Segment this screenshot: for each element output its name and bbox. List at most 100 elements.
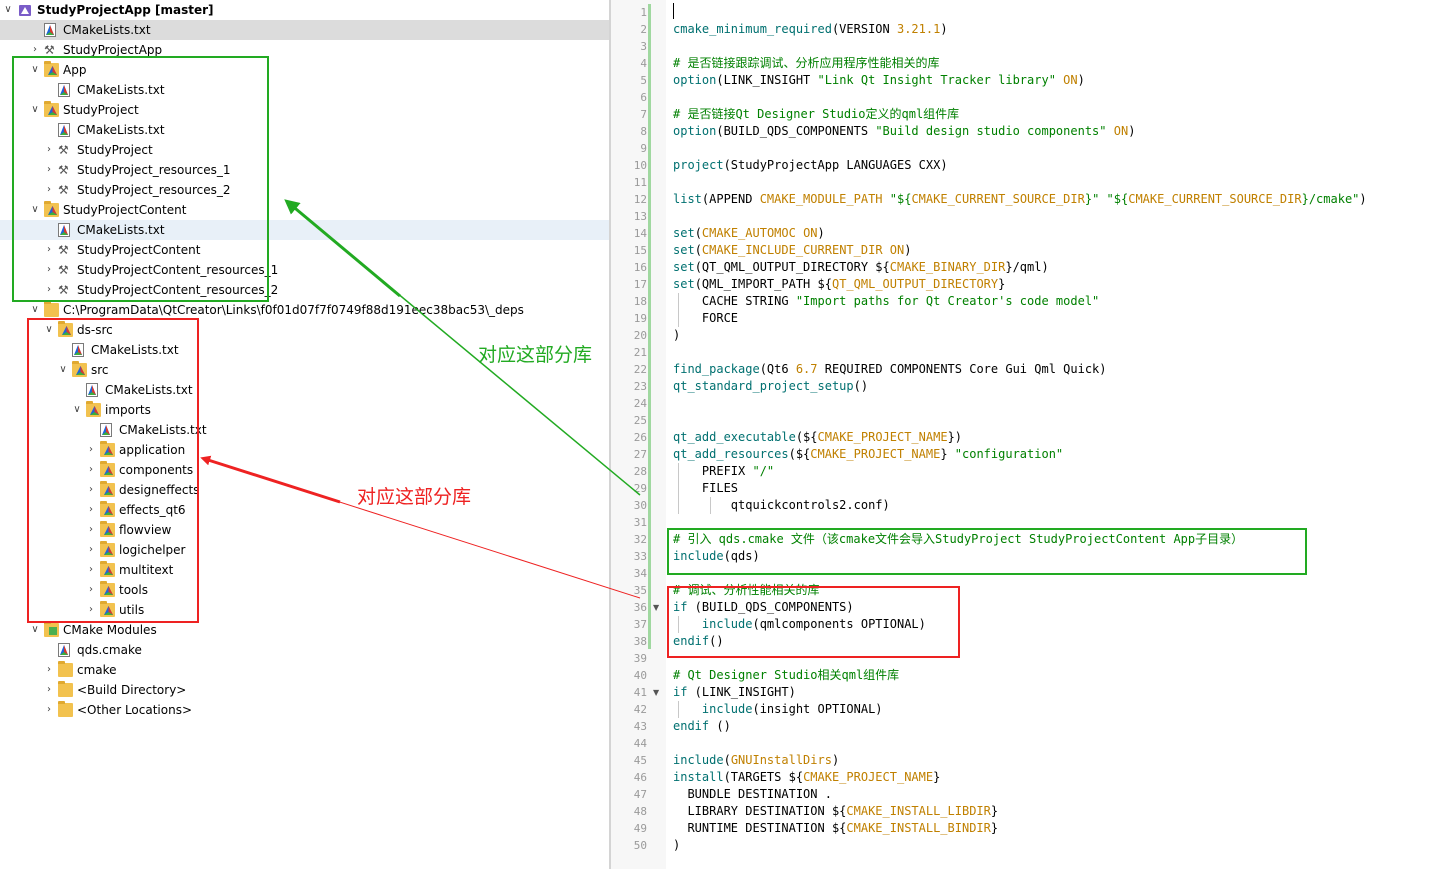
collapse-arrow-icon[interactable]: ›	[47, 244, 51, 255]
collapse-arrow-icon[interactable]: ›	[89, 504, 93, 515]
collapse-arrow-icon[interactable]: ›	[47, 704, 51, 715]
expand-arrow-icon[interactable]: ∨	[31, 204, 39, 215]
code-line[interactable]: )	[673, 328, 681, 342]
code-line[interactable]: BUNDLE DESTINATION .	[673, 787, 832, 801]
tree-item[interactable]: ∨ds-src	[0, 320, 610, 340]
code-line[interactable]: if (LINK_INSIGHT)	[673, 685, 796, 699]
code-line[interactable]: )	[673, 838, 681, 852]
code-line[interactable]: RUNTIME DESTINATION ${CMAKE_INSTALL_BIND…	[673, 821, 999, 835]
collapse-arrow-icon[interactable]: ›	[47, 264, 51, 275]
expand-arrow-icon[interactable]: ∨	[31, 304, 39, 315]
tree-item[interactable]: ›tools	[0, 580, 610, 600]
tree-item[interactable]: ›application	[0, 440, 610, 460]
code-line[interactable]: qt_standard_project_setup()	[673, 379, 869, 393]
tree-item[interactable]: ›logichelper	[0, 540, 610, 560]
code-line[interactable]: project(StudyProjectApp LANGUAGES CXX)	[673, 158, 948, 172]
code-line[interactable]: set(CMAKE_AUTOMOC ON)	[673, 226, 825, 240]
code-line[interactable]: # 引入 qds.cmake 文件（该cmake文件会导入StudyProjec…	[673, 532, 1244, 546]
code-line[interactable]: qt_add_executable(${CMAKE_PROJECT_NAME})	[673, 430, 963, 444]
tree-item[interactable]: ∨imports	[0, 400, 610, 420]
collapse-arrow-icon[interactable]: ›	[89, 444, 93, 455]
code-line[interactable]: qt_add_resources(${CMAKE_PROJECT_NAME} "…	[673, 447, 1064, 461]
tree-item[interactable]: ∨C:\ProgramData\QtCreator\Links\f0f01d07…	[0, 300, 610, 320]
tree-item[interactable]: ›⚒StudyProject_resources_1	[0, 160, 610, 180]
collapse-arrow-icon[interactable]: ›	[89, 524, 93, 535]
code-line[interactable]: cmake_minimum_required(VERSION 3.21.1)	[673, 22, 948, 36]
collapse-arrow-icon[interactable]: ›	[33, 44, 37, 55]
tree-item[interactable]: ›⚒StudyProjectContent_resources_2	[0, 280, 610, 300]
tree-item[interactable]: ›cmake	[0, 660, 610, 680]
tree-item[interactable]: CMakeLists.txt	[0, 120, 610, 140]
code-line[interactable]: set(CMAKE_INCLUDE_CURRENT_DIR ON)	[673, 243, 912, 257]
code-line[interactable]: FILES	[673, 481, 739, 495]
code-line[interactable]: list(APPEND CMAKE_MODULE_PATH "${CMAKE_C…	[673, 192, 1367, 206]
expand-arrow-icon[interactable]: ∨	[45, 324, 53, 335]
collapse-arrow-icon[interactable]: ›	[47, 144, 51, 155]
code-line[interactable]: option(LINK_INSIGHT "Link Qt Insight Tra…	[673, 73, 1085, 87]
tree-item[interactable]: CMakeLists.txt	[0, 380, 610, 400]
collapse-arrow-icon[interactable]: ›	[47, 284, 51, 295]
expand-arrow-icon[interactable]: ∨	[31, 104, 39, 115]
tree-item[interactable]: ›<Other Locations>	[0, 700, 610, 720]
tree-item[interactable]: ›flowview	[0, 520, 610, 540]
collapse-arrow-icon[interactable]: ›	[47, 664, 51, 675]
tree-item[interactable]: ›multitext	[0, 560, 610, 580]
code-line[interactable]: include(insight OPTIONAL)	[701, 702, 883, 716]
fold-marker-icon[interactable]: ▼	[653, 603, 660, 612]
tree-item[interactable]: ›designeffects	[0, 480, 610, 500]
tree-item[interactable]: ›⚒StudyProjectContent	[0, 240, 610, 260]
code-line[interactable]: # Qt Designer Studio相关qml组件库	[673, 668, 900, 682]
code-line[interactable]: set(QT_QML_OUTPUT_DIRECTORY ${CMAKE_BINA…	[673, 260, 1049, 274]
fold-marker-icon[interactable]: ▼	[653, 688, 660, 697]
code-line[interactable]: endif()	[673, 634, 724, 648]
code-line[interactable]: include(qmlcomponents OPTIONAL)	[701, 617, 926, 631]
collapse-arrow-icon[interactable]: ›	[89, 604, 93, 615]
tree-item[interactable]: qds.cmake	[0, 640, 610, 660]
expand-arrow-icon[interactable]: ∨	[59, 364, 67, 375]
tree-item[interactable]: ∨StudyProjectContent	[0, 200, 610, 220]
expand-arrow-icon[interactable]: ∨	[73, 404, 81, 415]
tree-item[interactable]: ∨src	[0, 360, 610, 380]
expand-arrow-icon[interactable]: ∨	[31, 64, 39, 75]
tree-item[interactable]: ›⚒StudyProjectApp	[0, 40, 610, 60]
collapse-arrow-icon[interactable]: ›	[89, 464, 93, 475]
collapse-arrow-icon[interactable]: ›	[47, 164, 51, 175]
tree-item[interactable]: ∨StudyProjectApp [master]	[0, 0, 610, 20]
code-line[interactable]: install(TARGETS ${CMAKE_PROJECT_NAME}	[673, 770, 941, 784]
code-line[interactable]: endif ()	[673, 719, 731, 733]
tree-item[interactable]: ∨App	[0, 60, 610, 80]
code-line[interactable]: option(BUILD_QDS_COMPONENTS "Build desig…	[673, 124, 1136, 138]
code-line[interactable]: # 是否链接跟踪调试、分析应用程序性能相关的库	[673, 56, 940, 70]
collapse-arrow-icon[interactable]: ›	[47, 684, 51, 695]
tree-item[interactable]: CMakeLists.txt	[0, 20, 610, 40]
tree-item[interactable]: ›⚒StudyProjectContent_resources_1	[0, 260, 610, 280]
code-line[interactable]: if (BUILD_QDS_COMPONENTS)	[673, 600, 854, 614]
collapse-arrow-icon[interactable]: ›	[47, 184, 51, 195]
tree-item[interactable]: ›⚒StudyProject_resources_2	[0, 180, 610, 200]
collapse-arrow-icon[interactable]: ›	[89, 484, 93, 495]
code-line[interactable]: FORCE	[673, 311, 739, 325]
collapse-arrow-icon[interactable]: ›	[89, 564, 93, 575]
code-line[interactable]: include(qds)	[673, 549, 760, 563]
tree-item[interactable]: CMakeLists.txt	[0, 80, 610, 100]
expand-arrow-icon[interactable]: ∨	[31, 624, 39, 635]
tree-item[interactable]: ∨StudyProject	[0, 100, 610, 120]
tree-item[interactable]: ∨CMake Modules	[0, 620, 610, 640]
code-line[interactable]: qtquickcontrols2.conf)	[673, 498, 890, 512]
collapse-arrow-icon[interactable]: ›	[89, 584, 93, 595]
code-line[interactable]: # 是否链接Qt Designer Studio定义的qml组件库	[673, 107, 960, 121]
collapse-arrow-icon[interactable]: ›	[89, 544, 93, 555]
code-line[interactable]: LIBRARY DESTINATION ${CMAKE_INSTALL_LIBD…	[673, 804, 999, 818]
expand-arrow-icon[interactable]: ∨	[4, 4, 12, 15]
tree-item[interactable]: ›effects_qt6	[0, 500, 610, 520]
code-line[interactable]: include(GNUInstallDirs)	[673, 753, 840, 767]
tree-item[interactable]: ›<Build Directory>	[0, 680, 610, 700]
tree-item[interactable]: ›components	[0, 460, 610, 480]
tree-item[interactable]: CMakeLists.txt	[0, 420, 610, 440]
tree-item[interactable]: CMakeLists.txt	[0, 340, 610, 360]
tree-item[interactable]: ›utils	[0, 600, 610, 620]
tree-item[interactable]: ›⚒StudyProject	[0, 140, 610, 160]
code-line[interactable]: CACHE STRING "Import paths for Qt Creato…	[673, 294, 1100, 308]
code-line[interactable]: set(QML_IMPORT_PATH ${QT_QML_OUTPUT_DIRE…	[673, 277, 1006, 291]
